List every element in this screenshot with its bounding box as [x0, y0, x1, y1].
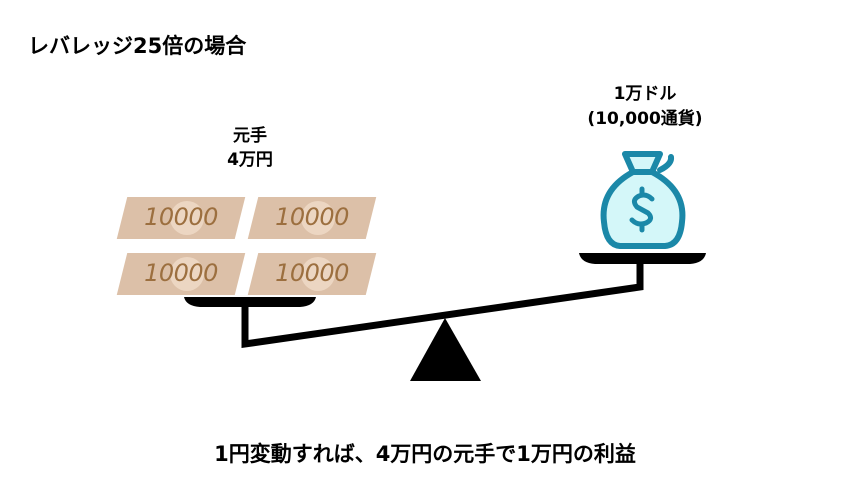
yen-note: 10000	[247, 197, 377, 239]
caption: 1円変動すれば、4万円の元手で1万円の利益	[214, 442, 636, 466]
yen-note: 10000	[247, 253, 377, 295]
yen-note: 10000	[116, 197, 246, 239]
yen-note: 10000	[116, 253, 246, 295]
left-pan	[184, 297, 316, 307]
title: レバレッジ25倍の場合	[28, 34, 247, 58]
right-label-line2: (10,000通貨)	[587, 109, 703, 129]
left-label-line1: 元手	[233, 126, 267, 146]
money-bag-dollar-icon	[600, 151, 686, 249]
note-value: 10000	[275, 203, 349, 231]
right-pan	[579, 253, 706, 264]
note-value: 10000	[144, 203, 218, 231]
seesaw-beam	[241, 262, 644, 349]
right-label: 1万ドル (10,000通貨)	[560, 82, 730, 132]
note-value: 10000	[144, 259, 218, 287]
fulcrum	[410, 318, 481, 381]
left-label-line2: 4万円	[227, 150, 273, 170]
right-label-line1: 1万ドル	[613, 84, 677, 104]
note-value: 10000	[275, 259, 349, 287]
left-label: 元手 4万円	[190, 124, 310, 172]
